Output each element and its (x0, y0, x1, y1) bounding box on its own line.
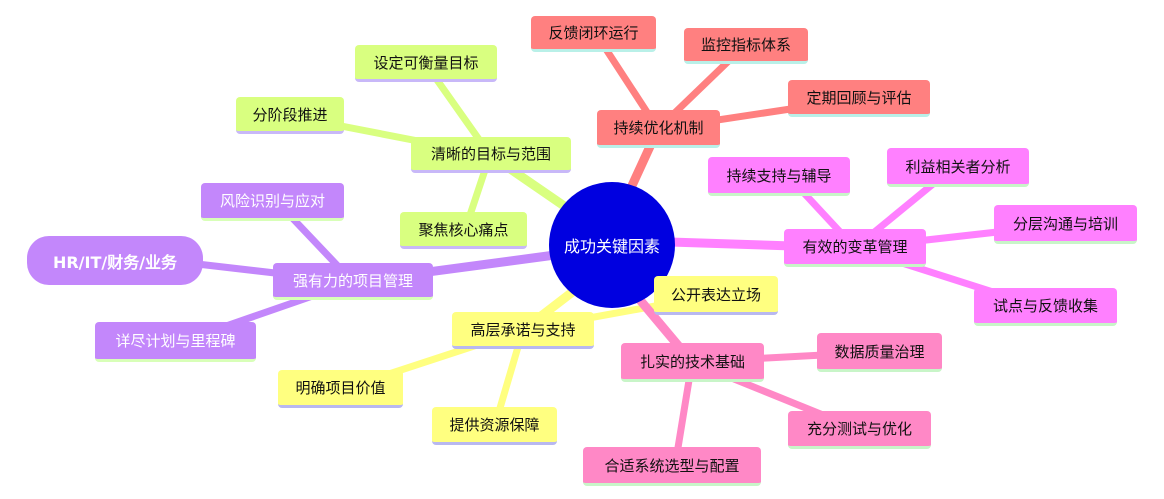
node-data-quality[interactable]: 数据质量治理 (817, 333, 942, 372)
node-training[interactable]: 分层沟通与培训 (994, 205, 1137, 244)
node-public-stance[interactable]: 公开表达立场 (654, 276, 778, 315)
node-monitoring[interactable]: 监控指标体系 (684, 28, 808, 64)
node-pain-points[interactable]: 聚焦核心痛点 (400, 212, 527, 249)
node-feedback-loop[interactable]: 反馈闭环运行 (531, 16, 656, 52)
node-plan-milestones[interactable]: 详尽计划与里程碑 (95, 322, 256, 362)
branch-project-management[interactable]: 强有力的项目管理 (273, 263, 433, 300)
branch-optimize[interactable]: 持续优化机制 (597, 110, 720, 148)
node-system-selection[interactable]: 合适系统选型与配置 (583, 447, 761, 486)
node-testing[interactable]: 充分测试与优化 (788, 411, 931, 449)
node-phased[interactable]: 分阶段推进 (236, 97, 344, 134)
node-project-value[interactable]: 明确项目价值 (278, 370, 403, 408)
node-measurable-goals[interactable]: 设定可衡量目标 (355, 45, 497, 82)
branch-goals[interactable]: 清晰的目标与范围 (411, 137, 571, 173)
branch-leadership[interactable]: 高层承诺与支持 (452, 312, 594, 349)
node-departments[interactable]: HR/IT/财务/业务 (27, 236, 203, 285)
node-stakeholders[interactable]: 利益相关者分析 (887, 148, 1029, 187)
node-review[interactable]: 定期回顾与评估 (788, 80, 930, 117)
node-resources[interactable]: 提供资源保障 (432, 407, 557, 445)
branch-change-management[interactable]: 有效的变革管理 (784, 229, 926, 267)
node-pilot[interactable]: 试点与反馈收集 (974, 288, 1117, 326)
branch-tech[interactable]: 扎实的技术基础 (621, 343, 764, 382)
node-risk[interactable]: 风险识别与应对 (201, 183, 344, 221)
central-topic[interactable]: 成功关键因素 (549, 182, 675, 308)
node-support[interactable]: 持续支持与辅导 (708, 157, 850, 196)
